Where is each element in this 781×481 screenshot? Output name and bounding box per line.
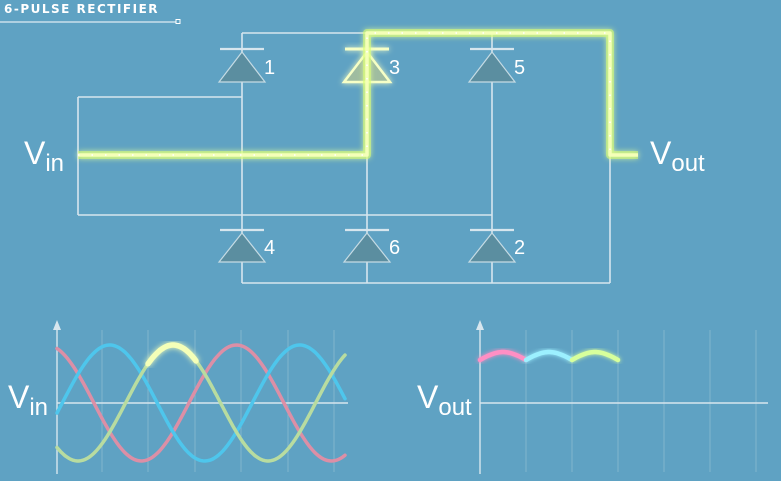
diode-label-3: 3 [389, 57, 400, 79]
vout-ripple-green [569, 349, 621, 363]
diode-label-4: 4 [264, 237, 275, 259]
phase-wave-blue [55, 343, 347, 463]
vout-ripple-pink [477, 349, 529, 363]
diode-label-1: 1 [264, 57, 275, 79]
phase-wave-green [55, 343, 347, 463]
title-underline [0, 19, 181, 24]
vout-graph-axes [479, 324, 768, 474]
vin-y-arrow [53, 320, 61, 330]
vout-graph-label: Vout [417, 379, 472, 421]
vin-graph [53, 320, 348, 474]
vout-graph-gridlines [525, 330, 757, 472]
diode-label-5: 5 [514, 57, 525, 79]
diode-label-6: 6 [389, 237, 400, 259]
vout-graph [476, 320, 768, 474]
vin-label: Vin [24, 135, 64, 177]
page-title: 6-PULSE RECTIFIER [4, 2, 160, 16]
diode-2 [467, 228, 517, 263]
diode-1 [217, 47, 267, 83]
vout-ripple-cyan [523, 349, 575, 363]
vout-label: Vout [650, 135, 705, 177]
phase-wave-red [55, 343, 347, 463]
vin-graph-label: Vin [8, 379, 48, 421]
diode-label-2: 2 [514, 237, 525, 259]
diode-4 [217, 228, 267, 263]
diode-6 [342, 228, 392, 263]
vin-active-segment [145, 342, 199, 367]
diode-5 [467, 47, 517, 83]
vout-y-arrow [476, 320, 484, 330]
conduction-path [78, 29, 638, 159]
